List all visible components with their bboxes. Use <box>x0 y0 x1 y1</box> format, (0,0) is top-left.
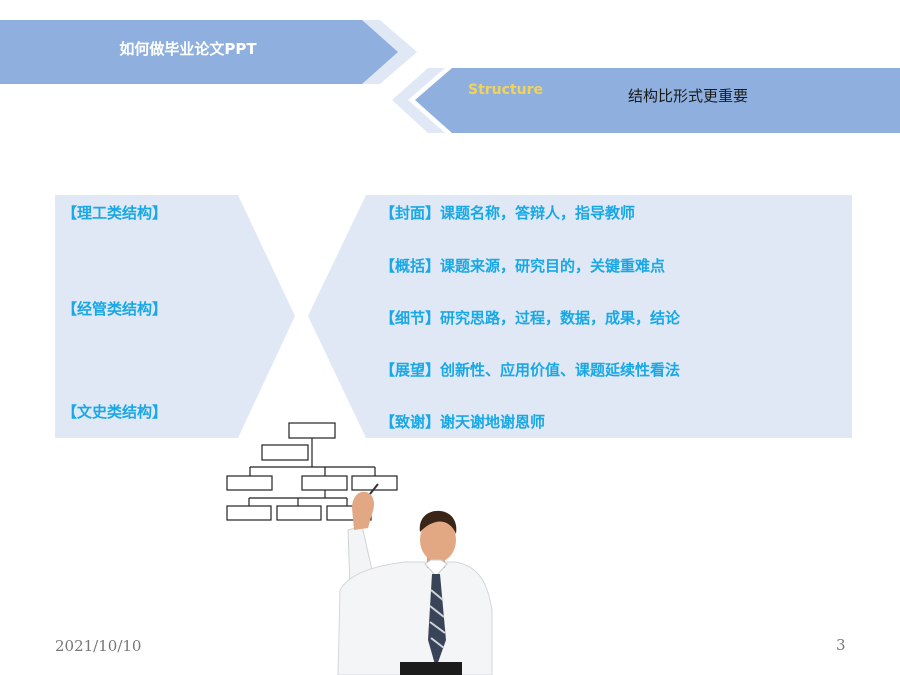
businessman-illustration <box>337 483 493 675</box>
org-chart-drawing <box>226 422 398 521</box>
category-humanities: 【文史类结构】 <box>62 403 168 421</box>
section-subtitle: 结构比形式更重要 <box>628 87 749 105</box>
footer-date: 2021/10/10 <box>55 637 142 655</box>
category-economics-management: 【经管类结构】 <box>62 300 168 318</box>
slide-title: 如何做毕业论文PPT <box>119 40 257 58</box>
subtitle-banner <box>415 68 900 133</box>
title-banner <box>0 20 398 84</box>
item-thanks: 【致谢】谢天谢地谢恩师 <box>380 413 546 431</box>
item-cover: 【封面】课题名称，答辩人，指导教师 <box>380 204 636 222</box>
items-panel <box>308 195 852 438</box>
item-details: 【细节】研究思路，过程，数据，成果，结论 <box>380 309 681 327</box>
categories-panel <box>55 195 295 438</box>
page-number: 3 <box>836 636 846 654</box>
item-outlook: 【展望】创新性、应用价值、课题延续性看法 <box>380 361 681 379</box>
item-summary: 【概括】课题来源，研究目的，关键重难点 <box>380 257 666 275</box>
section-label-en: Structure <box>467 82 543 98</box>
subtitle-banner-shadow <box>392 68 445 133</box>
category-science-engineering: 【理工类结构】 <box>62 204 168 222</box>
